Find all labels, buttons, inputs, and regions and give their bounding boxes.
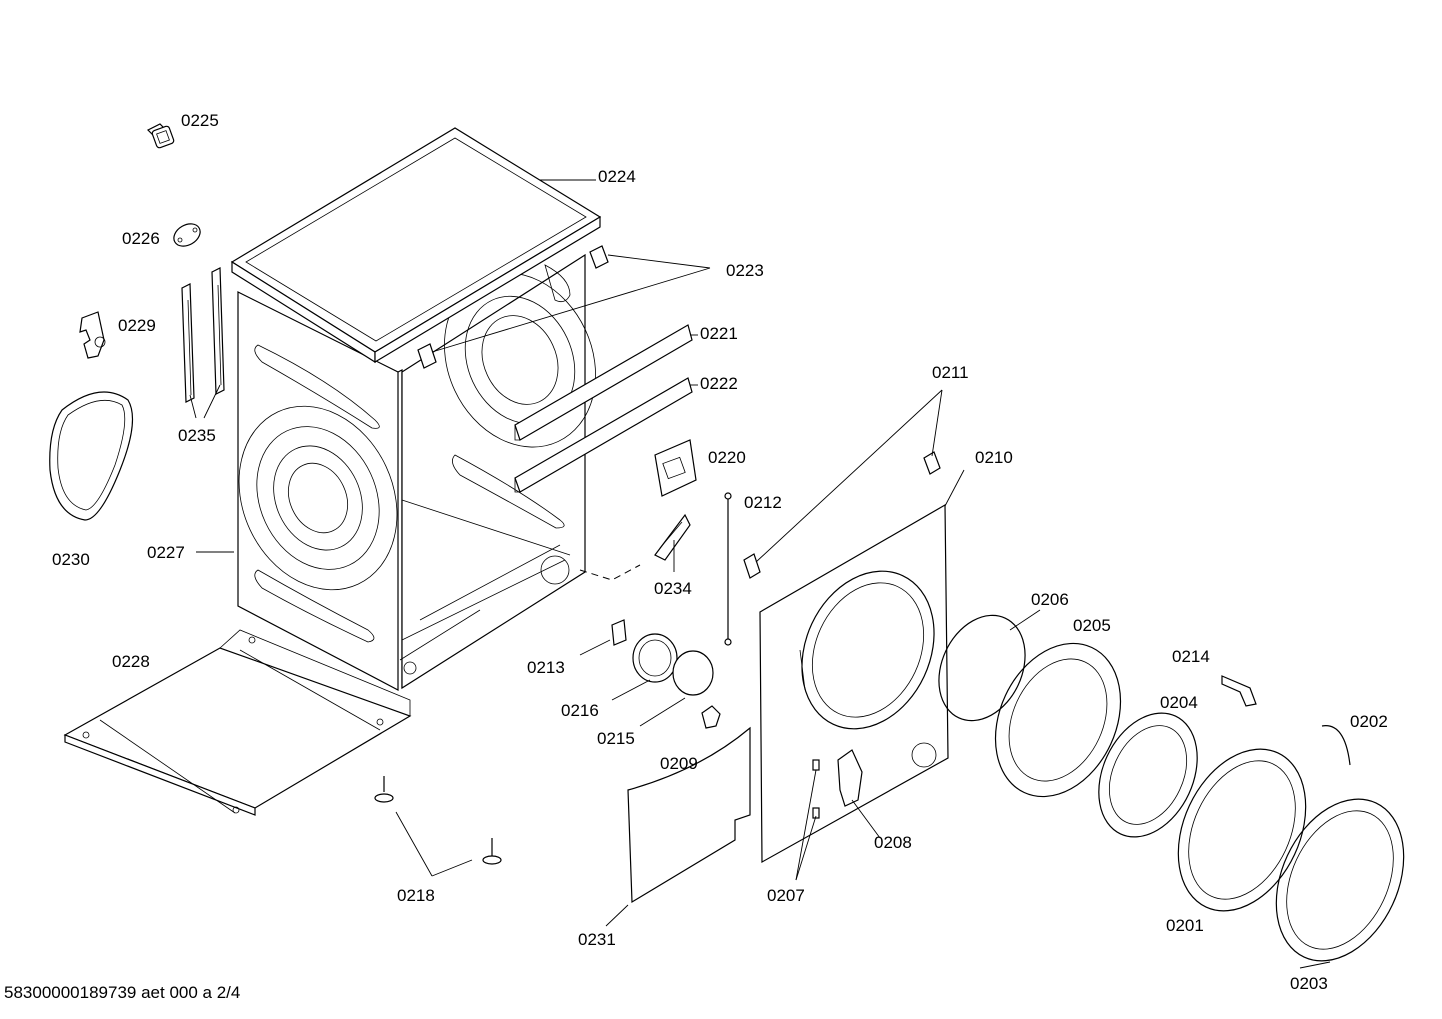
part-labels: 0225 0224 0226 0223 0229 0221 0211 0222 … <box>52 111 1388 993</box>
part-0218-feet <box>374 776 502 865</box>
label-0222: 0222 <box>700 374 738 393</box>
part-0213-sensor <box>611 619 627 646</box>
label-0229: 0229 <box>118 316 156 335</box>
part-0225-knob <box>146 123 175 149</box>
part-0205-door-frame <box>994 642 1122 798</box>
part-0230-gasket <box>49 391 134 521</box>
label-0212: 0212 <box>744 493 782 512</box>
part-0224-worktop <box>230 127 602 364</box>
part-0226-plug <box>173 223 201 247</box>
part-0214-handle <box>1221 675 1257 707</box>
part-0235-rails <box>181 267 225 403</box>
part-0211-clips <box>743 451 941 579</box>
part-0210-front-panel <box>759 503 949 864</box>
label-0211: 0211 <box>932 363 969 382</box>
part-0204-door-glass <box>1098 712 1198 838</box>
part-0212-wire <box>724 492 732 646</box>
part-0227-side-panel <box>237 291 399 691</box>
label-0201: 0201 <box>1166 916 1204 935</box>
part-0234-bracket <box>654 513 691 561</box>
label-0225: 0225 <box>181 111 219 130</box>
label-0209: 0209 <box>660 754 698 773</box>
part-0201-door-ring <box>1177 748 1307 912</box>
part-0206-seal <box>938 614 1026 722</box>
label-0235: 0235 <box>178 426 216 445</box>
part-0208-hinge <box>837 749 863 807</box>
label-0215: 0215 <box>597 729 635 748</box>
leader-lines <box>189 179 1331 969</box>
part-0223-clips <box>417 245 609 369</box>
part-0231-kick-plate <box>627 726 751 904</box>
label-0210: 0210 <box>975 448 1013 467</box>
part-0228-base-plate <box>63 629 412 816</box>
part-0209-knob <box>701 705 721 729</box>
label-0228: 0228 <box>112 652 150 671</box>
part-0222-rail <box>514 377 693 493</box>
part-0229-clip <box>79 311 106 359</box>
label-0206: 0206 <box>1031 590 1069 609</box>
label-0221: 0221 <box>700 324 738 343</box>
label-0202: 0202 <box>1350 712 1388 731</box>
label-0230: 0230 <box>52 550 90 569</box>
document-footer: 58300000189739 aet 000 a 2/4 <box>4 983 240 1002</box>
part-0215-cap <box>672 650 714 696</box>
label-0214: 0214 <box>1172 647 1210 666</box>
label-0213: 0213 <box>527 658 565 677</box>
label-0231: 0231 <box>578 930 616 949</box>
label-0203: 0203 <box>1290 974 1328 993</box>
label-0216: 0216 <box>561 701 599 720</box>
label-0204: 0204 <box>1160 693 1198 712</box>
label-0226: 0226 <box>122 229 160 248</box>
part-0203-outer-ring <box>1275 798 1405 962</box>
label-0208: 0208 <box>874 833 912 852</box>
part-0216-ring <box>632 633 678 683</box>
label-0218: 0218 <box>397 886 435 905</box>
part-0221-rail <box>514 324 693 441</box>
part-0220-door-lock <box>654 439 697 497</box>
label-0207: 0207 <box>767 886 805 905</box>
label-0205: 0205 <box>1073 616 1111 635</box>
label-0234: 0234 <box>654 579 692 598</box>
label-0223: 0223 <box>726 261 764 280</box>
part-0202-hinge-arc <box>1321 725 1351 766</box>
label-0220: 0220 <box>708 448 746 467</box>
cabinet-frame <box>397 253 641 690</box>
label-0227: 0227 <box>147 543 185 562</box>
label-0224: 0224 <box>598 167 636 186</box>
